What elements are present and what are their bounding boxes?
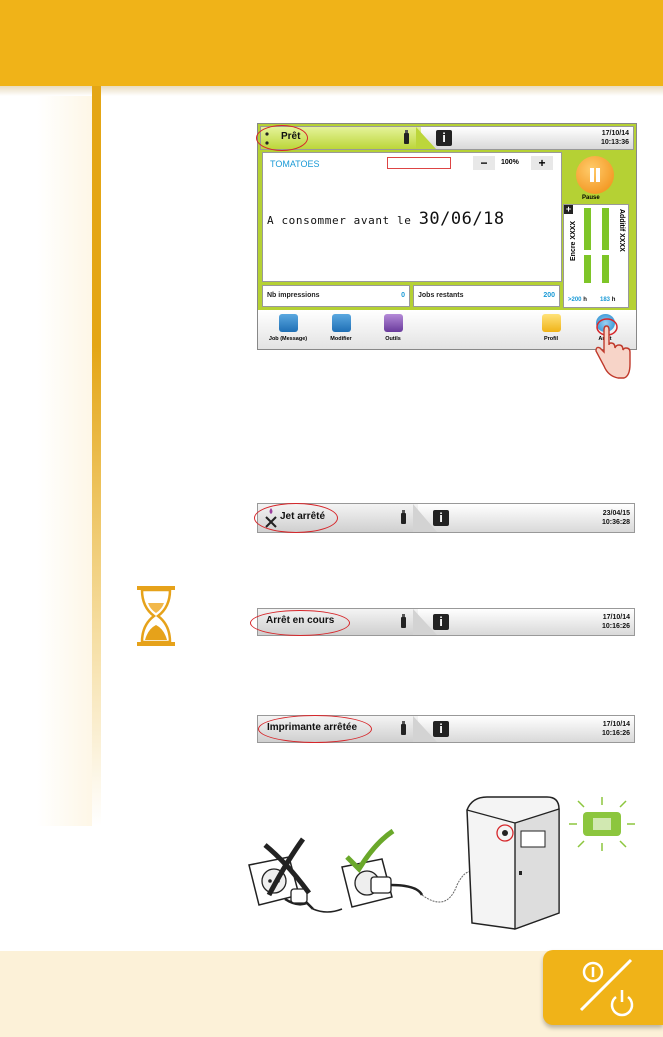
status-date: 17/10/14 (601, 130, 629, 137)
ink-unit: h (583, 297, 587, 303)
power-icon (595, 314, 615, 332)
info-icon[interactable]: i (433, 614, 449, 630)
header-band (0, 0, 663, 86)
status-time: 10:16:26 (601, 730, 630, 737)
status-bar-divider (413, 504, 437, 532)
status-time: 10:36:28 (601, 519, 630, 526)
power-icon (579, 958, 634, 1017)
status-bar-divider (413, 609, 437, 635)
status-time: 10:13:36 (600, 139, 629, 146)
profile-label: Profil (543, 336, 559, 342)
jobs-value: 200 (543, 292, 555, 299)
message-text: A consommer avant le 30/06/18 (267, 209, 505, 229)
status-bar-divider (416, 127, 436, 149)
modify-label: Modifier (330, 336, 352, 342)
status-highlight (256, 125, 308, 151)
message-prefix: A consommer avant le (267, 214, 419, 227)
tools-label: Outils (385, 336, 401, 342)
message-area[interactable]: TOMATOES − 100% + A consommer avant le 3… (262, 152, 562, 282)
status-highlight (258, 715, 372, 743)
zoom-in-button[interactable]: + (531, 156, 553, 170)
status-bar-divider (413, 716, 437, 742)
additive-value-number: 183 (600, 297, 611, 303)
impressions-label: Nb impressions (267, 292, 320, 299)
hourglass-icon (137, 586, 175, 646)
ink-label: Encre XXXX (570, 220, 577, 261)
wall-socket-wrong (248, 856, 343, 913)
job-message-button[interactable]: Job (Message) (268, 314, 308, 342)
status-datetime: 17/10/14 10:16:26 (602, 613, 630, 631)
printer-cabinet (466, 796, 560, 930)
modify-button[interactable]: Modifier (328, 314, 354, 342)
header-shadow (0, 86, 663, 96)
power-tab (543, 950, 663, 1025)
profile-button[interactable]: Profil (538, 314, 564, 342)
jobs-counter: Jobs restants 200 (413, 285, 560, 307)
status-date: 17/10/14 (602, 721, 630, 728)
pause-label: Pause (582, 195, 600, 201)
impressions-value: 0 (401, 292, 405, 299)
zoom-out-button[interactable]: − (473, 156, 495, 170)
status-date: 23/04/15 (602, 510, 630, 517)
jobs-label: Jobs restants (418, 292, 464, 299)
info-icon[interactable]: i (433, 510, 449, 526)
job-label: Job (Message) (268, 336, 308, 342)
status-datetime: 17/10/14 10:16:26 (602, 720, 630, 738)
side-glow (0, 96, 92, 826)
status-datetime: 17/10/14 10:13:36 (601, 129, 629, 147)
additive-gauge-bottom (602, 255, 609, 283)
usb-icon (401, 510, 406, 524)
check-icon (345, 828, 395, 874)
side-bar (92, 86, 101, 826)
ink-value-number: >200 (568, 297, 582, 303)
additive-label: Additif XXXX (618, 209, 625, 252)
usb-icon (401, 721, 406, 735)
ink-gauge-bottom (584, 255, 591, 283)
plus-icon[interactable]: + (564, 204, 573, 214)
tools-button[interactable]: Outils (380, 314, 406, 342)
job-icon (278, 314, 298, 332)
message-name: TOMATOES (270, 159, 320, 169)
status-datetime: 23/04/15 10:36:28 (602, 509, 630, 527)
info-icon[interactable]: i (433, 721, 449, 737)
additive-gauge-top (602, 208, 609, 250)
usb-icon (401, 614, 406, 628)
tools-icon (383, 314, 403, 332)
profile-icon (541, 314, 561, 332)
power-unplug-illustration (248, 796, 635, 930)
message-date: 30/06/18 (418, 209, 505, 229)
message-field-box[interactable] (387, 157, 451, 169)
status-time: 10:16:26 (601, 623, 630, 630)
ink-gauge-top (584, 208, 591, 250)
fluid-levels-panel: + Encre XXXX Additif XXXX >200 h 183 h (563, 204, 629, 308)
cross-icon (263, 837, 312, 897)
power-indicator-icon (569, 797, 635, 851)
zoom-level: 100% (501, 159, 519, 166)
info-icon[interactable]: i (436, 130, 452, 146)
status-highlight (250, 610, 350, 636)
status-date: 17/10/14 (602, 614, 630, 621)
edit-icon (331, 314, 351, 332)
usb-icon (404, 130, 409, 144)
additive-unit: h (611, 297, 616, 303)
status-highlight (254, 503, 338, 533)
hand-pointer-icon (595, 318, 631, 379)
additive-value: 183 h (600, 297, 615, 303)
impressions-counter: Nb impressions 0 (262, 285, 410, 307)
pause-button[interactable] (576, 156, 614, 194)
ink-value: >200 h (568, 297, 587, 303)
toolbar: Job (Message) Modifier Outils Profil Arr… (258, 310, 636, 349)
wall-socket-correct (341, 858, 424, 908)
